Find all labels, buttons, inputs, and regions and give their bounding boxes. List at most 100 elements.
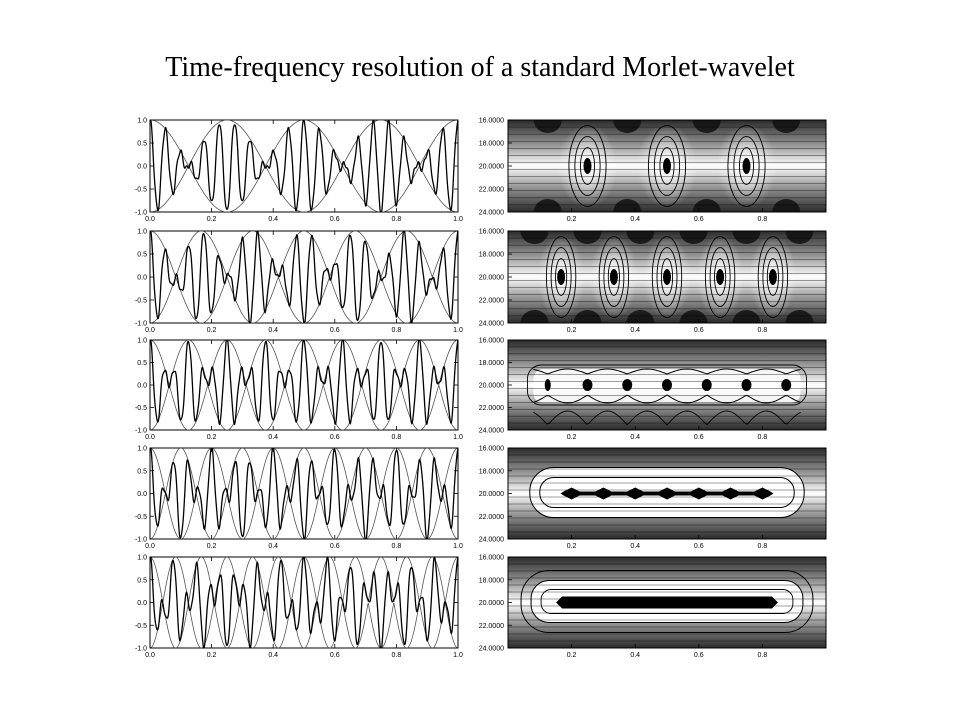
x-tick-label: 0.4 <box>268 216 278 223</box>
contour-line <box>653 136 681 196</box>
contour-line <box>757 236 789 318</box>
x-tick-label: 1.0 <box>453 543 463 550</box>
y-tick-label: 22.0000 <box>479 298 504 305</box>
trough-shade <box>679 231 708 244</box>
y-tick-label: 18.0000 <box>479 252 504 259</box>
x-tick-label: 0.0 <box>145 216 155 223</box>
contour-line <box>598 236 630 318</box>
signal-trace <box>150 448 458 539</box>
contour-line <box>647 125 687 207</box>
x-tick-label: 0.2 <box>567 434 577 441</box>
y-tick-label: 18.0000 <box>479 141 504 148</box>
x-tick-label: 0.0 <box>145 434 155 441</box>
x-tick-label: 1.0 <box>453 327 463 334</box>
peak-blob <box>582 379 593 391</box>
x-tick-label: 0.2 <box>207 543 217 550</box>
y-tick-label: -0.5 <box>135 514 147 521</box>
peak-blob <box>663 269 671 285</box>
x-tick-label: 0.6 <box>694 216 704 223</box>
y-tick-label: 1.0 <box>137 555 147 562</box>
trough-shade <box>613 199 642 212</box>
y-tick-label: -1.0 <box>135 210 147 217</box>
contour-line <box>766 258 779 296</box>
contour-line <box>533 394 801 404</box>
contour-line <box>704 236 736 318</box>
contour-line <box>574 136 601 196</box>
x-tick-label: 0.6 <box>330 434 340 441</box>
trough-shade <box>732 231 761 244</box>
y-tick-label: 24.0000 <box>479 210 504 217</box>
trough-shade <box>533 120 562 133</box>
y-tick-label: 22.0000 <box>479 623 504 630</box>
y-tick-label: 22.0000 <box>479 514 504 521</box>
x-tick-label: 0.6 <box>694 434 704 441</box>
trough-shade <box>692 199 721 212</box>
contour-line <box>762 247 784 307</box>
peak-blob <box>663 158 671 174</box>
contour-line <box>526 364 808 406</box>
peak-blob <box>701 379 712 391</box>
y-tick-label: -1.0 <box>135 321 147 328</box>
y-tick-label: 0.5 <box>137 141 147 148</box>
peak-chain <box>560 487 774 500</box>
y-tick-label: 24.0000 <box>479 321 504 328</box>
x-tick-label: 0.4 <box>630 327 640 334</box>
contour-line <box>533 410 801 426</box>
y-tick-label: 1.0 <box>137 446 147 453</box>
contour-line <box>520 570 814 633</box>
x-tick-label: 0.0 <box>145 543 155 550</box>
x-tick-label: 0.6 <box>330 327 340 334</box>
trough-shade <box>520 310 549 323</box>
y-tick-label: 22.0000 <box>479 187 504 194</box>
y-tick-label: -1.0 <box>135 646 147 653</box>
y-tick-label: 0.0 <box>137 275 147 282</box>
peak-blob <box>544 379 551 391</box>
y-tick-label: -0.5 <box>135 623 147 630</box>
peak-blob <box>742 158 751 174</box>
x-tick-label: 0.2 <box>207 652 217 659</box>
y-tick-label: 16.0000 <box>479 229 504 236</box>
y-tick-label: 1.0 <box>137 118 147 125</box>
y-tick-label: 0.5 <box>137 577 147 584</box>
y-tick-label: 20.0000 <box>479 164 504 171</box>
x-tick-label: 0.4 <box>268 652 278 659</box>
contour-line <box>709 247 731 307</box>
contour-line <box>714 258 727 296</box>
trough-shade <box>772 199 801 212</box>
trough-shade <box>732 310 761 323</box>
y-tick-label: 0.0 <box>137 600 147 607</box>
peak-blob <box>662 379 672 391</box>
peak-blob <box>622 379 633 391</box>
trough-shade <box>679 310 708 323</box>
x-tick-label: 0.0 <box>145 327 155 334</box>
y-tick-label: 16.0000 <box>479 555 504 562</box>
y-tick-label: 22.0000 <box>479 405 504 412</box>
y-tick-label: -1.0 <box>135 428 147 435</box>
y-tick-label: 0.0 <box>137 491 147 498</box>
y-tick-label: 0.0 <box>137 383 147 390</box>
x-tick-label: 0.2 <box>567 652 577 659</box>
contour-line <box>733 136 760 196</box>
y-tick-label: 18.0000 <box>479 468 504 475</box>
x-tick-label: 0.2 <box>207 327 217 334</box>
envelope-upper <box>150 448 458 494</box>
trough-shade <box>533 199 562 212</box>
x-tick-label: 0.8 <box>392 543 402 550</box>
envelope-lower <box>150 493 458 539</box>
contour-line <box>540 589 794 614</box>
contour-line <box>545 236 577 318</box>
x-tick-label: 0.6 <box>330 216 340 223</box>
signal-frame <box>149 556 459 649</box>
signal-trace <box>150 340 458 426</box>
y-tick-label: -1.0 <box>135 537 147 544</box>
peak-blob <box>557 269 566 285</box>
signal-frame <box>149 230 459 324</box>
peak-blob <box>781 379 792 391</box>
x-tick-label: 0.6 <box>694 652 704 659</box>
trough-shade <box>785 231 814 244</box>
x-tick-label: 0.0 <box>145 652 155 659</box>
contour-line <box>659 147 675 185</box>
